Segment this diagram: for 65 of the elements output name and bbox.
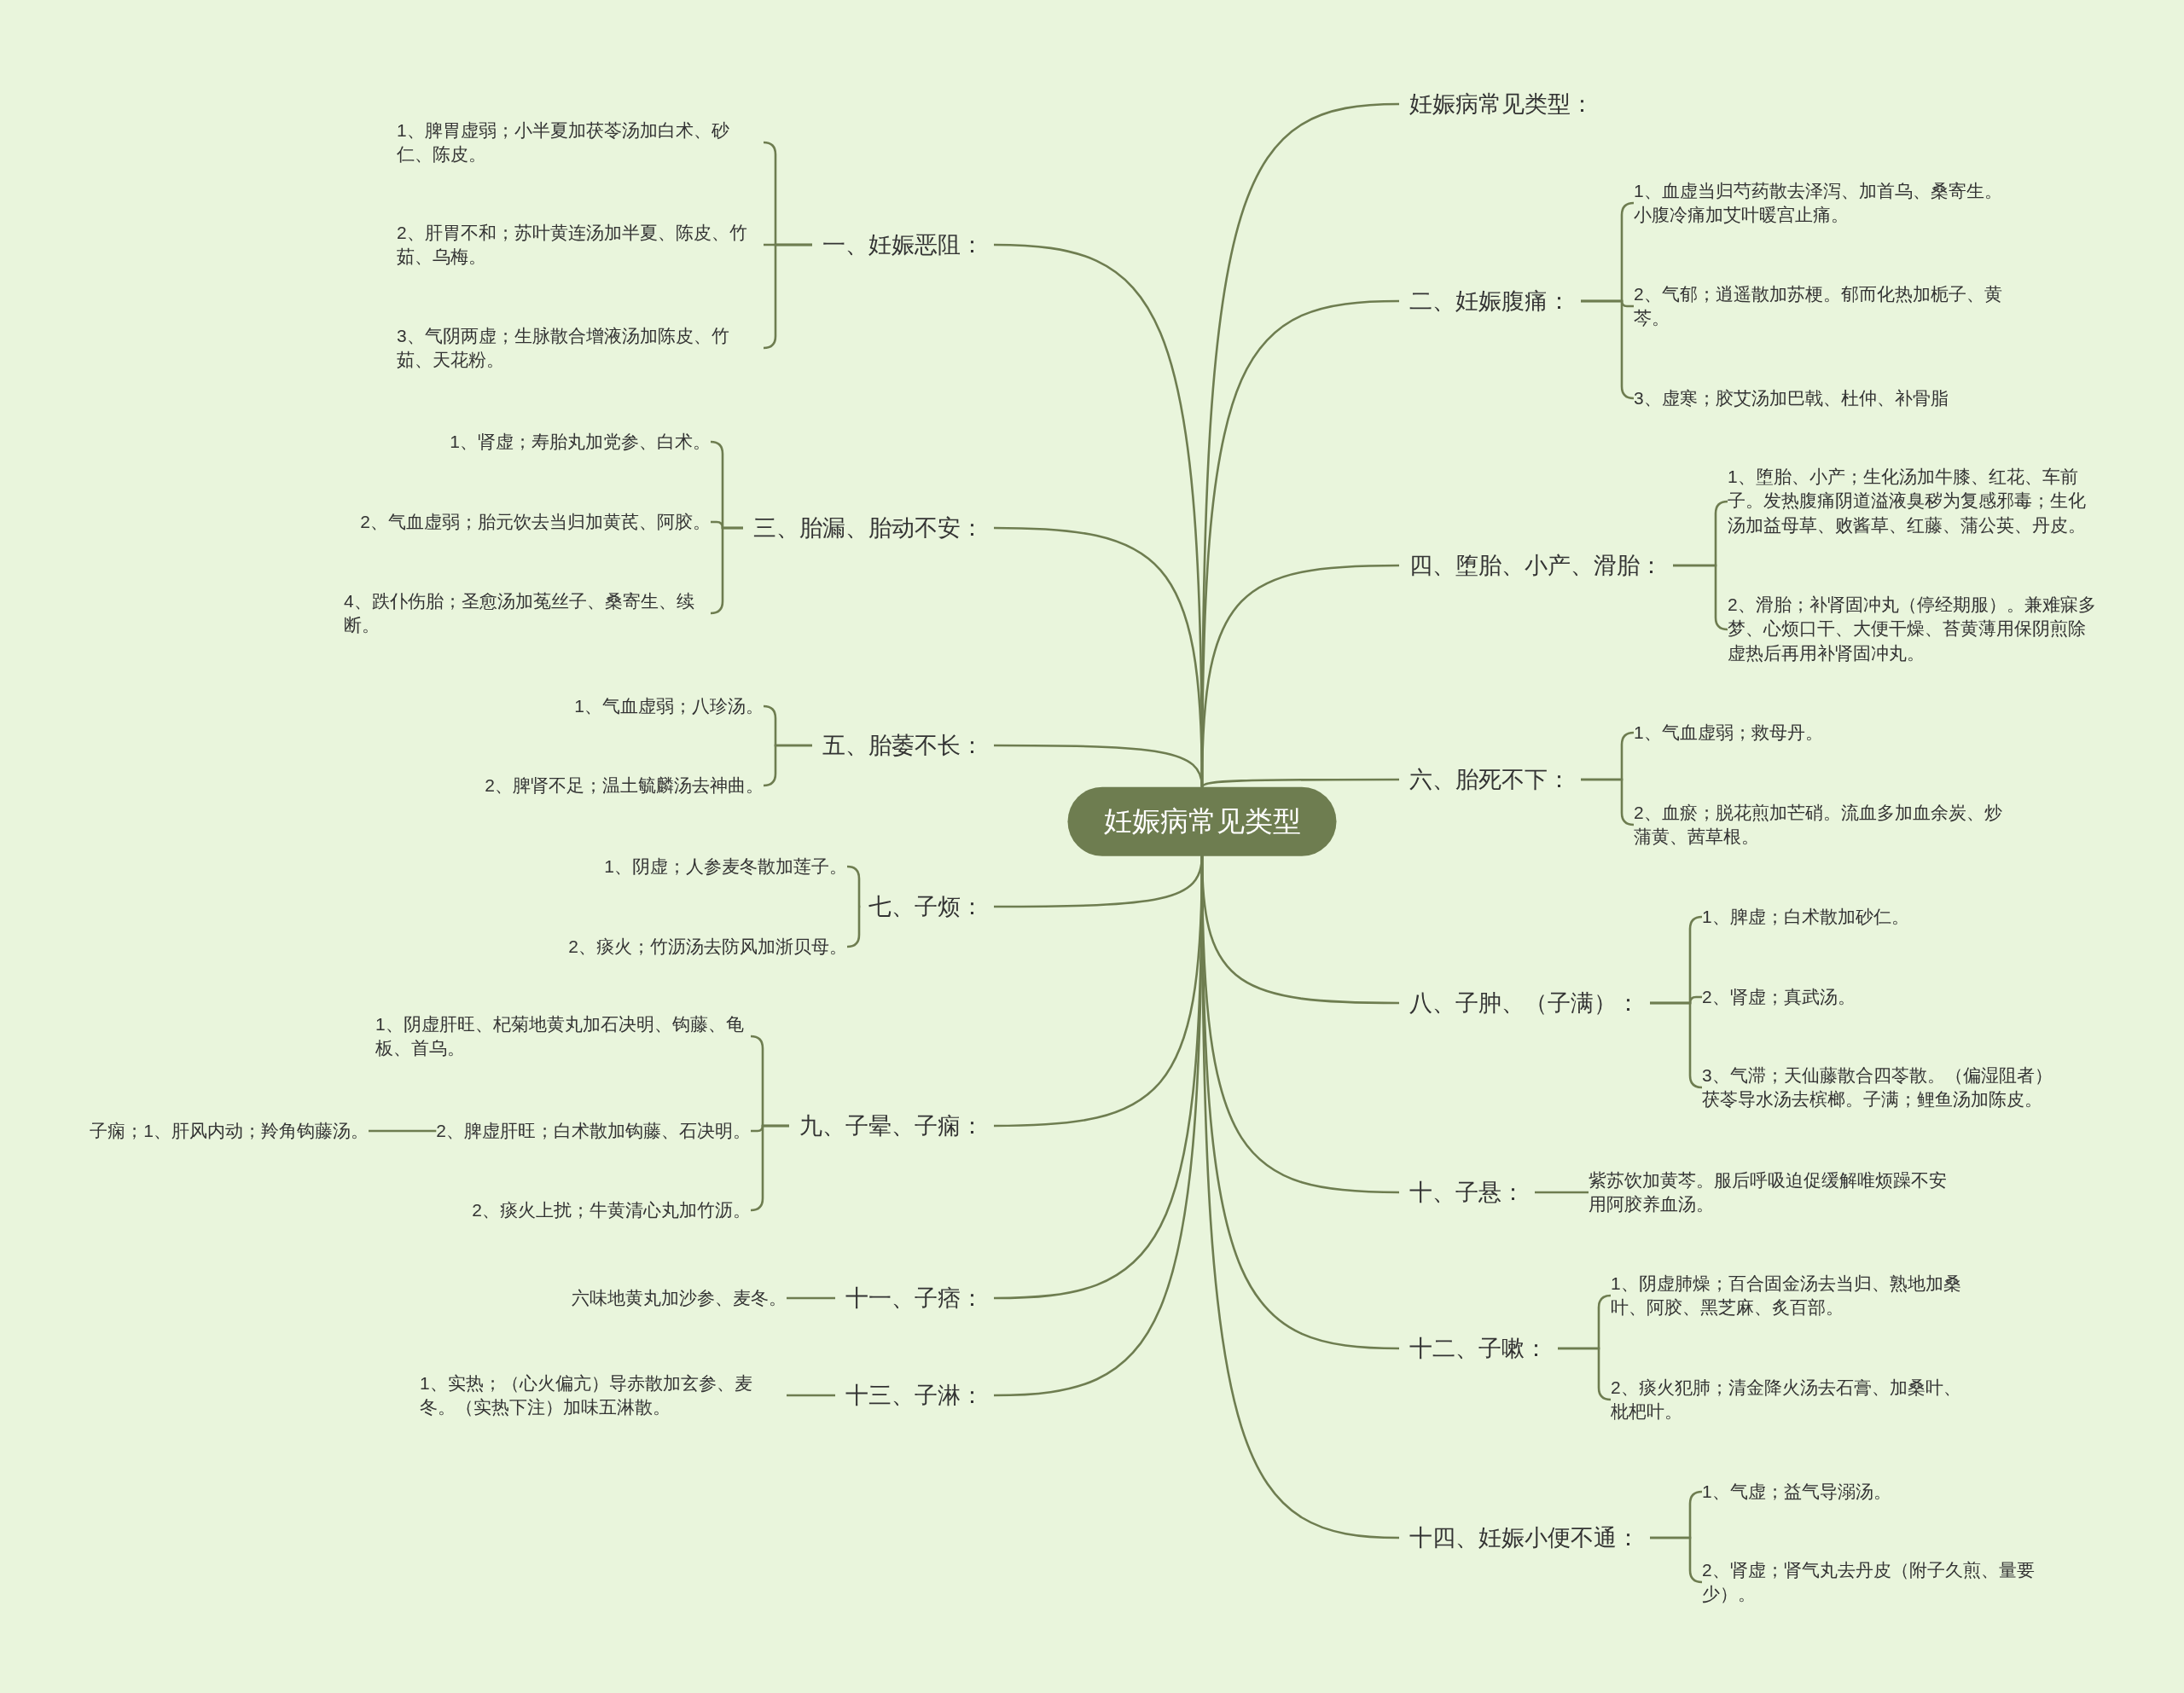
topic-label: 五、胎萎不长： [812, 729, 994, 762]
note-text: 3、气阴两虚；生脉散合增液汤加陈皮、竹茹、天花粉。 [397, 323, 764, 373]
topic-label: 十二、子嗽： [1399, 1332, 1558, 1365]
note-text: 2、滑胎；补肾固冲丸（停经期服）。兼难寐多梦、心烦口干、大便干燥、苔黄薄用保阴煎除虚热后再用补肾固冲丸。 [1728, 593, 2103, 666]
note-text: 2、肝胃不和；苏叶黄连汤加半夏、陈皮、竹茹、乌梅。 [397, 220, 764, 270]
note-text: 子痫；1、肝风内动；羚角钩藤汤。 [90, 1118, 369, 1144]
branch-line [787, 1296, 835, 1300]
branch-line [1581, 299, 1635, 400]
note-text: 1、气血虚弱；救母丹。 [1634, 720, 1823, 745]
note-text: 1、气血虚弱；八珍汤。 [574, 693, 764, 719]
note-text: 2、痰火犯肺；清金降火汤去石膏、加桑叶、枇杷叶。 [1611, 1375, 1978, 1424]
topic-label: 妊娠病常见类型： [1399, 88, 1604, 120]
topic-label: 十四、妊娠小便不通： [1399, 1522, 1650, 1554]
note-text: 紫苏饮加黄芩。服后呼吸迫促缓解唯烦躁不安用阿胶养血汤。 [1589, 1168, 1964, 1217]
note-text: 2、气血虚弱；胎元饮去当归加黄芪、阿胶。 [360, 509, 711, 535]
note-text: 1、肾虚；寿胎丸加党参、白术。 [450, 429, 711, 455]
topic-label: 九、子晕、子痫： [789, 1110, 994, 1142]
note-text: 六味地黄丸加沙参、麦冬。 [572, 1285, 787, 1311]
branch-line [1673, 564, 1729, 631]
note-text: 2、脾肾不足；温土毓麟汤去神曲。 [485, 773, 764, 798]
topic-label: 十三、子淋： [835, 1379, 994, 1412]
note-text: 2、脾虚肝旺；白术散加钩藤、石决明。 [436, 1118, 751, 1144]
branch-line [369, 1129, 437, 1133]
note-text: 1、血虚当归芍药散去泽泻、加首乌、桑寄生。小腹冷痛加艾叶暖宫止痛。 [1634, 178, 2009, 228]
note-text: 1、脾虚；白术散加砂仁。 [1702, 904, 1909, 930]
branch-line [1650, 1001, 1704, 1089]
note-text: 1、实热；（心火偏亢）导赤散加玄参、麦冬。（实热下注）加味五淋散。 [420, 1371, 787, 1420]
topic-label: 八、子肿、（子满）： [1399, 987, 1650, 1019]
note-text: 4、跌仆伤胎；圣愈汤加菟丝子、桑寄生、续断。 [344, 588, 711, 638]
topic-label: 十、子悬： [1399, 1176, 1535, 1209]
topic-label: 三、胎漏、胎动不安： [743, 512, 994, 544]
branch-line [762, 744, 812, 787]
topic-label: 一、妊娠恶阻： [812, 229, 994, 261]
branch-line [845, 905, 861, 948]
note-text: 1、阴虚；人参麦冬散加莲子。 [604, 854, 847, 879]
note-text: 2、痰火；竹沥汤去防风加浙贝母。 [568, 934, 847, 960]
topic-label: 二、妊娠腹痛： [1399, 285, 1581, 317]
note-text: 1、阴虚肝旺、杞菊地黄丸加石决明、钩藤、龟板、首乌。 [375, 1012, 751, 1061]
branch-line [1558, 1347, 1612, 1401]
branch-line [1535, 1191, 1589, 1194]
note-text: 3、虚寒；胶艾汤加巴戟、杜仲、补骨脂 [1634, 386, 1949, 411]
note-text: 1、气虚；益气导溺汤。 [1702, 1479, 1891, 1505]
branch-line [845, 865, 861, 908]
branch-line [787, 1394, 835, 1397]
branch-line [762, 243, 812, 350]
note-text: 1、脾胃虚弱；小半夏加茯苓汤加白术、砂仁、陈皮。 [397, 118, 764, 167]
root-node: 妊娠病常见类型 [1067, 786, 1337, 856]
note-text: 3、气滞；天仙藤散合四苓散。（偏湿阻者）茯苓导水汤去槟榔。子满；鲤鱼汤加陈皮。 [1702, 1063, 2069, 1112]
topic-label: 四、堕胎、小产、滑胎： [1399, 549, 1673, 582]
note-text: 2、肾虚；真武汤。 [1702, 984, 1856, 1010]
note-text: 2、肾虚；肾气丸去丹皮（附子久煎、量要少）。 [1702, 1557, 2077, 1607]
branch-line [709, 526, 743, 615]
note-text: 2、血瘀；脱花煎加芒硝。流血多加血余炭、炒蒲黄、茜草根。 [1634, 800, 2009, 849]
branch-line [1650, 1536, 1704, 1584]
branch-line [994, 744, 1204, 787]
branch-line [1201, 778, 1399, 788]
note-text: 1、阴虚肺燥；百合固金汤去当归、熟地加桑叶、阿胶、黑芝麻、炙百部。 [1611, 1271, 1978, 1320]
note-text: 1、堕胎、小产；生化汤加牛膝、红花、车前子。发热腹痛阴道溢液臭秽为复感邪毒；生化汤加益母草、败酱草、红藤、蒲公英、丹皮。 [1728, 465, 2103, 538]
note-text: 2、气郁；逍遥散加苏梗。郁而化热加栀子、黄芩。 [1634, 281, 2009, 331]
branch-line [1581, 778, 1635, 826]
topic-label: 七、子烦： [858, 890, 994, 923]
note-text: 2、痰火上扰；牛黄清心丸加竹沥。 [472, 1197, 751, 1223]
topic-label: 六、胎死不下： [1399, 763, 1581, 796]
branch-line [749, 1124, 789, 1212]
topic-label: 十一、子痞： [835, 1282, 994, 1314]
